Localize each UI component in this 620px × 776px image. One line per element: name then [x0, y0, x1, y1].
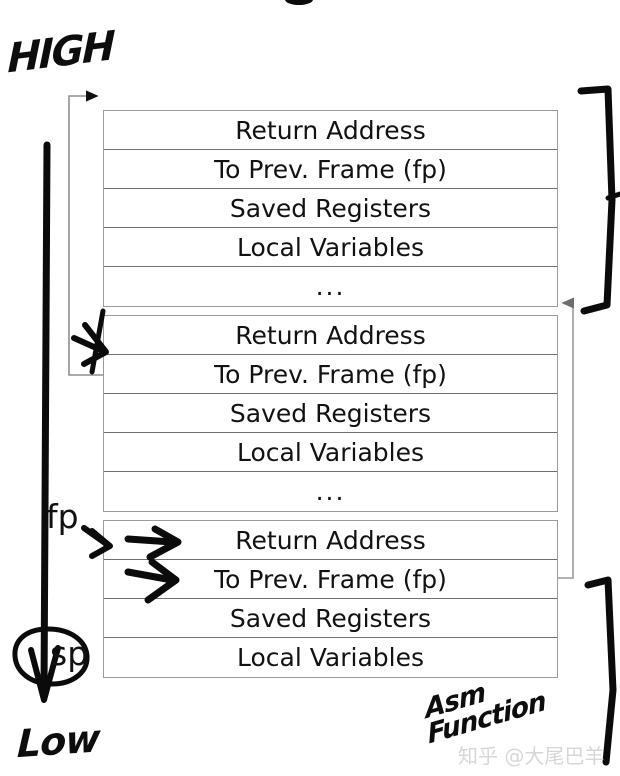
frame-row-ellipsis: ...	[315, 272, 346, 301]
stack-pointer-label: sp	[50, 634, 89, 673]
bracket-asm-function	[584, 576, 617, 766]
frame-row-return-address: Return Address	[104, 111, 557, 150]
stack-frame-0: Return Address To Prev. Frame (fp) Saved…	[103, 110, 558, 307]
frame-row-ellipsis: ...	[315, 477, 346, 506]
ink-arrow-frame1-shaft	[71, 335, 106, 354]
watermark-text: 知乎 @大尾巴羊	[458, 744, 605, 768]
stack-frame-1: Return Address To Prev. Frame (fp) Saved…	[103, 315, 558, 512]
frame-row-return-address: Return Address	[104, 316, 557, 355]
frame-row-prev-frame-pointer: To Prev. Frame (fp)	[104, 150, 557, 189]
bracket-caller-tick	[605, 191, 620, 201]
frame-row-local-variables: Local Variables	[104, 433, 557, 472]
low-address-label: Low	[16, 716, 101, 767]
frame-row-local-variables: Local Variables	[237, 643, 424, 672]
stack-frame-2: Return Address To Prev. Frame (fp) Saved…	[103, 520, 558, 678]
frame-row-saved-registers: Saved Registers	[104, 189, 557, 228]
address-axis-line	[40, 141, 51, 694]
bracket-caller-frame	[577, 85, 616, 315]
frame-row-saved-registers: Saved Registers	[104, 599, 557, 638]
frame-pointer-label: fp	[46, 497, 79, 536]
frame-row-saved-registers: Saved Registers	[104, 394, 557, 433]
frame-row-prev-frame-pointer: To Prev. Frame (fp)	[104, 355, 557, 394]
ink-slash-frame1	[89, 308, 106, 375]
ink-stroke-top	[285, 0, 313, 5]
high-address-label: HIGH	[7, 22, 114, 83]
frame-row-local-variables: Local Variables	[104, 228, 557, 267]
frame-row-return-address: Return Address	[104, 521, 557, 560]
frame-row-prev-frame-pointer: To Prev. Frame (fp)	[104, 560, 557, 599]
